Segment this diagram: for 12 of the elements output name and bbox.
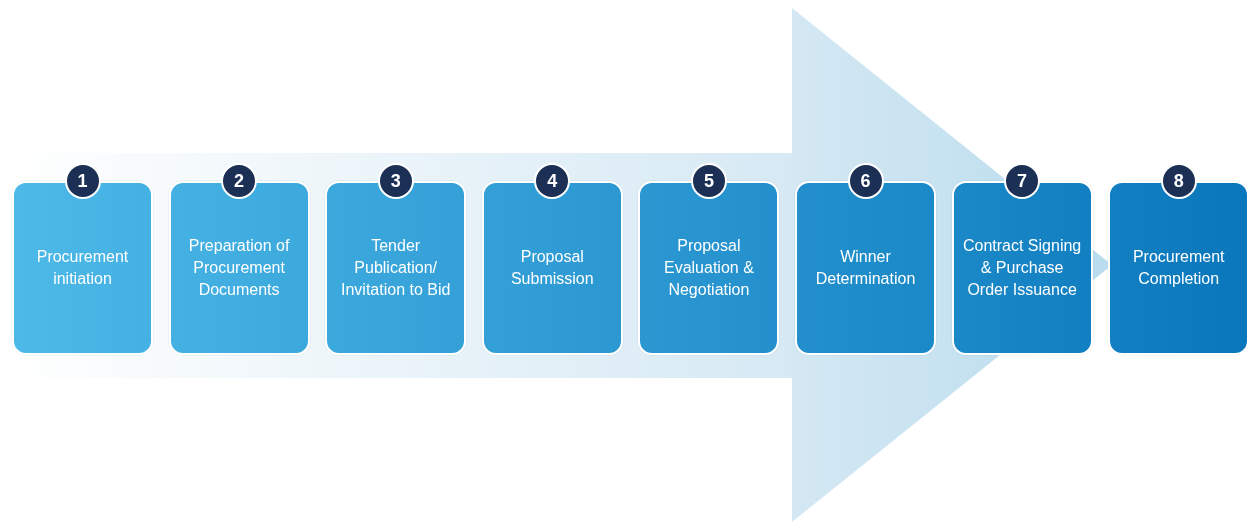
- step-number: 4: [534, 163, 571, 199]
- step-number: 8: [1160, 163, 1197, 199]
- step-label: Tender Publication/ Invitation to Bid: [340, 236, 452, 300]
- step-label: Procurement Completion: [1131, 247, 1226, 289]
- step-number: 7: [1004, 163, 1041, 199]
- step-label: Contract Signing & Purchase Order Issuance: [961, 236, 1083, 300]
- step-label: Procurement initiation: [35, 247, 130, 289]
- step-label: Proposal Evaluation & Negotiation: [662, 236, 755, 300]
- step-label: Winner Determination: [814, 247, 917, 289]
- step-label: Preparation of Procurement Documents: [187, 236, 291, 300]
- step-number: 2: [221, 163, 258, 199]
- step-label: Proposal Submission: [509, 247, 595, 289]
